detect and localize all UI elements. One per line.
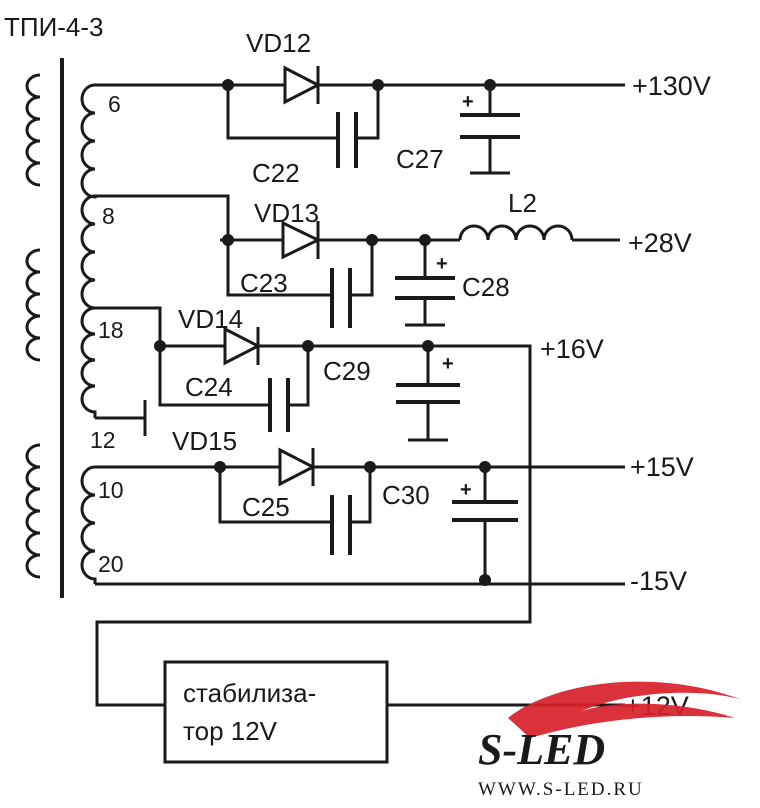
capacitor-c30-label: C30 bbox=[382, 480, 430, 510]
secondary-winding-8-18 bbox=[80, 194, 96, 310]
channel-130v bbox=[95, 65, 625, 175]
secondary-winding-18-12 bbox=[80, 306, 97, 418]
c29-plus: + bbox=[442, 353, 454, 375]
primary-winding-3 bbox=[25, 443, 41, 579]
diode-vd15 bbox=[278, 447, 317, 487]
secondary-winding-10-20 bbox=[80, 465, 97, 584]
channel-28v bbox=[95, 194, 620, 328]
pin-10: 10 bbox=[98, 477, 124, 503]
secondary-winding-6-8 bbox=[80, 83, 97, 199]
output-28v: +28V bbox=[628, 228, 692, 258]
output-15v: +15V bbox=[630, 452, 694, 482]
c27-plus: + bbox=[462, 91, 474, 113]
primary-winding-1 bbox=[25, 73, 41, 187]
pin-12: 12 bbox=[90, 427, 116, 453]
capacitor-c23-label: C23 bbox=[240, 268, 288, 298]
watermark-brand: S-LED bbox=[478, 725, 605, 774]
capacitor-c24-label: C24 bbox=[185, 372, 233, 402]
watermark-url: WWW.S-LED.RU bbox=[478, 779, 644, 800]
channel-15v bbox=[95, 447, 625, 586]
capacitor-c28-label: C28 bbox=[462, 272, 510, 302]
stabilizer-box bbox=[163, 660, 389, 764]
pin-20: 20 bbox=[98, 551, 124, 577]
diode-vd15-label: VD15 bbox=[172, 426, 237, 456]
c30-plus: + bbox=[460, 479, 472, 501]
capacitor-c25-label: C25 bbox=[242, 492, 290, 522]
primary-winding-2 bbox=[25, 248, 41, 362]
diode-vd14-label: VD14 bbox=[178, 304, 243, 334]
pin-8: 8 bbox=[102, 203, 115, 229]
diode-vd14 bbox=[223, 326, 262, 366]
pin-18: 18 bbox=[98, 317, 124, 343]
inductor-l2-label: L2 bbox=[508, 188, 537, 218]
transformer bbox=[25, 58, 97, 598]
diode-vd13 bbox=[281, 220, 322, 260]
stabilizer-label-line2: тор 12V bbox=[183, 716, 278, 746]
transformer-label: ТПИ-4-3 bbox=[4, 12, 104, 42]
output-130v: +130V bbox=[632, 71, 711, 101]
c28-plus: + bbox=[436, 253, 448, 275]
diode-vd12 bbox=[283, 65, 322, 105]
watermark: S-LED WWW.S-LED.RU bbox=[478, 681, 742, 800]
watermark-swoosh bbox=[508, 681, 742, 738]
capacitor-c22-label: C22 bbox=[252, 158, 300, 188]
output-minus-15v: -15V bbox=[630, 566, 687, 596]
capacitor-c29-label: C29 bbox=[323, 356, 371, 386]
inductor-l2 bbox=[458, 224, 574, 241]
stabilizer-label-line1: стабилиза- bbox=[183, 678, 316, 708]
diode-vd13-label: VD13 bbox=[254, 198, 319, 228]
diode-vd12-label: VD12 bbox=[246, 28, 311, 58]
capacitor-c27-label: C27 bbox=[396, 144, 444, 174]
pin-6: 6 bbox=[108, 91, 121, 117]
channel-16v bbox=[95, 306, 532, 707]
output-16v: +16V bbox=[540, 334, 604, 364]
